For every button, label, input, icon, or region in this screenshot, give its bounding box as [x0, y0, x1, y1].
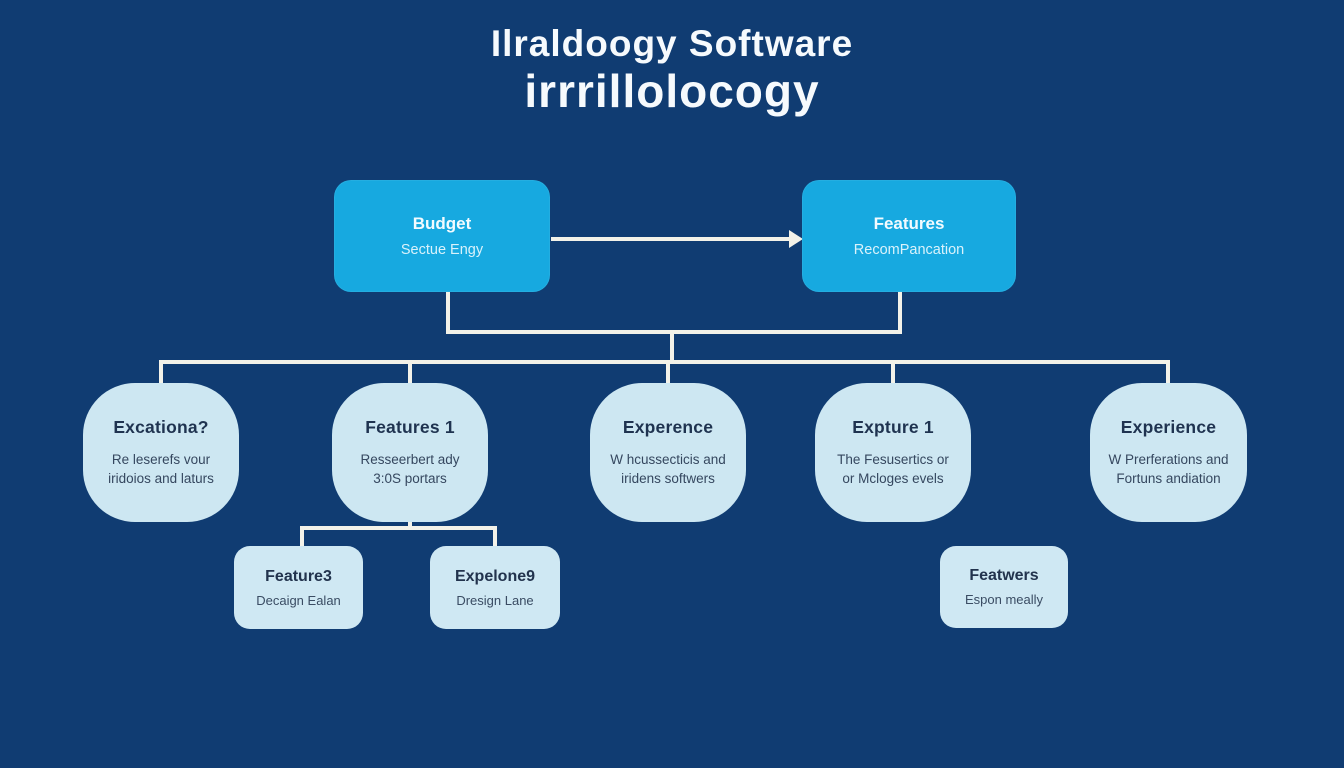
node-experence-subtitle: W hcussecticis and iridens softwers [610, 451, 726, 486]
node-expelone9-subtitle: Dresign Lane [456, 592, 534, 608]
connector-drop-mid4 [891, 362, 895, 387]
connector-drop-sub2 [493, 528, 497, 547]
node-experience-subtitle: W Prerferations and Fortuns andiation [1108, 451, 1229, 486]
title-line2: irrrillolocogy [524, 64, 820, 117]
node-expture-1[interactable]: Expture 1 The Fesusertics or or Mcloges … [815, 383, 971, 522]
connector-sub-bus [300, 526, 497, 530]
connector-drop-mid3 [666, 362, 670, 387]
node-expture-1-title: Expture 1 [852, 416, 934, 437]
node-budget-title: Budget [412, 214, 472, 233]
connector-drop-sub1 [300, 528, 304, 547]
arrow-budget-to-features-head-icon [789, 230, 803, 248]
node-experence-title: Experence [622, 416, 714, 437]
connector-drop-mid1 [159, 362, 163, 387]
node-feature3-title: Feature3 [265, 567, 332, 585]
connector-center-stem [670, 332, 674, 362]
node-expelone9-title: Expelone9 [454, 567, 536, 585]
node-expture-1-subtitle: The Fesusertics or or Mcloges evels [837, 451, 949, 486]
arrow-budget-to-features-shaft [551, 237, 791, 241]
node-experience-title: Experience [1120, 416, 1217, 437]
node-excationa-title: Excationa? [113, 416, 209, 437]
node-feature3-subtitle: Decaign Ealan [256, 592, 341, 608]
connector-features1-stub [408, 521, 412, 530]
node-featwers-subtitle: Espon meally [964, 592, 1044, 607]
node-excationa-subtitle: Re leserefs vour iridoios and laturs [108, 451, 214, 486]
node-featwers-title: Featwers [969, 567, 1039, 584]
connector-features-drop [898, 292, 902, 334]
node-expelone9[interactable]: Expelone9 Dresign Lane [430, 546, 560, 629]
node-features-subtitle: RecomPancation [853, 242, 965, 258]
diagram-title: Ilraldoogy Software irrrillolocogy [0, 23, 1344, 118]
node-budget-subtitle: Sectue Engy [400, 242, 484, 258]
node-experence[interactable]: Experence W hcussecticis and iridens sof… [590, 383, 746, 522]
node-features-1-title: Features 1 [365, 416, 455, 437]
title-line1: Ilraldoogy Software [490, 23, 854, 64]
node-experience[interactable]: Experience W Prerferations and Fortuns a… [1090, 383, 1247, 522]
connector-drop-mid5 [1166, 362, 1170, 387]
connector-row-bus [159, 360, 1170, 364]
node-feature3[interactable]: Feature3 Decaign Ealan [234, 546, 363, 629]
node-features[interactable]: Features RecomPancation [802, 180, 1016, 292]
node-features-title: Features [873, 214, 945, 233]
connector-drop-mid2 [408, 362, 412, 387]
connector-upper-bus [446, 330, 902, 334]
node-budget[interactable]: Budget Sectue Engy [334, 180, 550, 292]
node-excationa[interactable]: Excationa? Re leserefs vour iridoios and… [83, 383, 239, 522]
connector-budget-drop [446, 292, 450, 334]
node-features-1[interactable]: Features 1 Resseerbert ady 3:0S portars [332, 383, 488, 522]
node-features-1-subtitle: Resseerbert ady 3:0S portars [360, 451, 460, 486]
node-featwers[interactable]: Featwers Espon meally [940, 546, 1068, 628]
